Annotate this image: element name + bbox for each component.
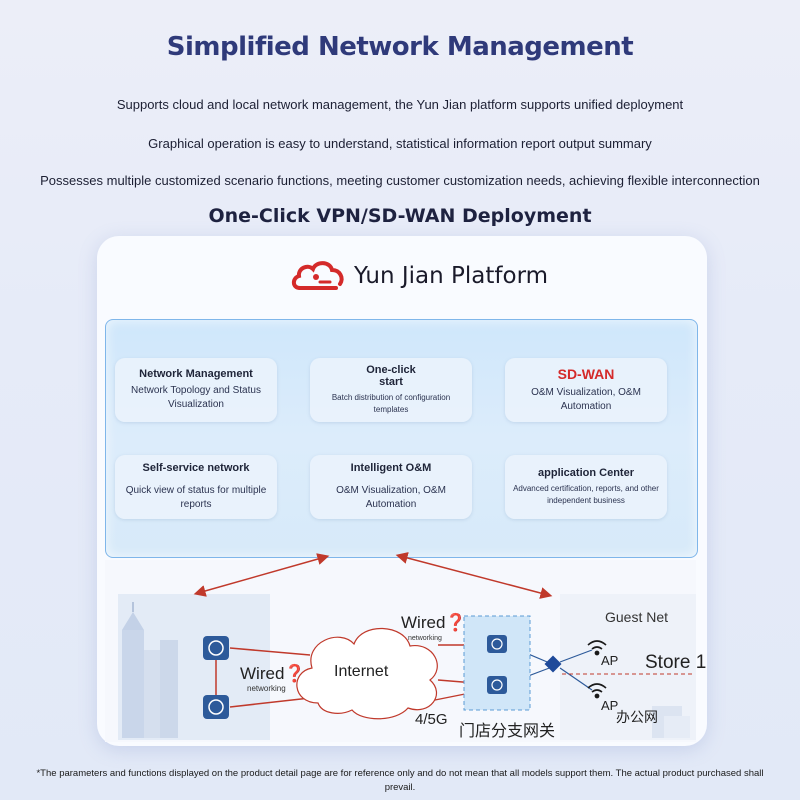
feature-line-2: Graphical operation is easy to understan… [148, 136, 652, 151]
gateway-label: 门店分支网关 [459, 721, 555, 740]
store-label: Store 1 [645, 652, 706, 673]
tile-desc: Network Topology and Status Visualizatio… [131, 385, 261, 410]
cellular-label: 4/5G [415, 711, 448, 728]
platform-header: Yun Jian Platform [290, 256, 548, 296]
tile-one-click-start: One-click start Batch distribution of co… [310, 358, 472, 422]
internet-cloud-icon [296, 627, 438, 720]
ap-link-2 [559, 667, 593, 691]
platform-name: Yun Jian Platform [354, 263, 549, 289]
tile-title: SD-WAN [557, 366, 615, 382]
office-net-label: 办公网 [616, 710, 658, 726]
tile-self-service-network: Self-service network Quick view of statu… [115, 455, 277, 519]
tile-title: application Center [538, 467, 634, 479]
tile-title: Network Management [139, 368, 253, 380]
internet-label: Internet [334, 663, 389, 680]
router-icon [203, 695, 229, 719]
platform-link-left [193, 553, 330, 597]
platform-link-right [395, 552, 553, 599]
section-subtitle: One-Click VPN/SD-WAN Deployment [208, 205, 592, 227]
wifi-icon [587, 640, 607, 656]
wired-label-right: Wired❓ [401, 612, 467, 632]
ap-label-1: AP [601, 653, 618, 668]
tile-title: Intelligent O&M [350, 462, 432, 474]
tile-application-center: application Center Advanced certificatio… [505, 455, 667, 519]
tile-sd-wan: SD-WAN O&M Visualization, O&M Automation [505, 358, 667, 422]
ap-label-2: AP [601, 698, 618, 713]
tile-title: Self-service network [142, 462, 250, 474]
tile-network-management: Network Management Network Topology and … [115, 358, 277, 422]
tile-desc: Batch distribution of configuration temp… [331, 393, 451, 414]
tile-desc: Quick view of status for multiple report… [125, 485, 267, 510]
page-title: Simplified Network Management [166, 32, 634, 62]
wired-label-left: Wired❓ [240, 663, 306, 683]
switch-icon [544, 655, 562, 673]
wired-link-upper [229, 647, 311, 656]
tile-desc: O&M Visualization, O&M Automation [336, 485, 446, 510]
wired-link-lower [229, 697, 311, 708]
cloud-logo-icon [291, 261, 344, 290]
ap-link-1 [559, 649, 593, 663]
building-icon [122, 602, 178, 738]
wifi-icon [587, 683, 607, 699]
feature-panel [105, 319, 698, 558]
router-icon [203, 636, 229, 660]
office-building-icon [652, 706, 690, 738]
branch-gateway-box [463, 615, 531, 711]
tile-desc: O&M Visualization, O&M Automation [531, 387, 641, 412]
wired-sublabel-right: networking [408, 635, 442, 642]
network-diagram: Wired❓ networking Internet Wired❓ networ… [105, 552, 706, 742]
gateway-router-icon [487, 676, 507, 694]
tile-intelligent-om: Intelligent O&M O&M Visualization, O&M A… [310, 455, 472, 519]
disclaimer-footnote: *The parameters and functions displayed … [36, 768, 764, 793]
wired-sublabel-left: networking [247, 684, 286, 693]
feature-line-3: Possesses multiple customized scenario f… [40, 173, 760, 188]
tile-title: One-click start [366, 364, 416, 388]
tile-desc: Advanced certification, reports, and oth… [513, 484, 659, 505]
gateway-router-icon [487, 635, 507, 653]
feature-line-1: Supports cloud and local network managem… [116, 97, 684, 112]
guest-net-label: Guest Net [605, 609, 668, 625]
